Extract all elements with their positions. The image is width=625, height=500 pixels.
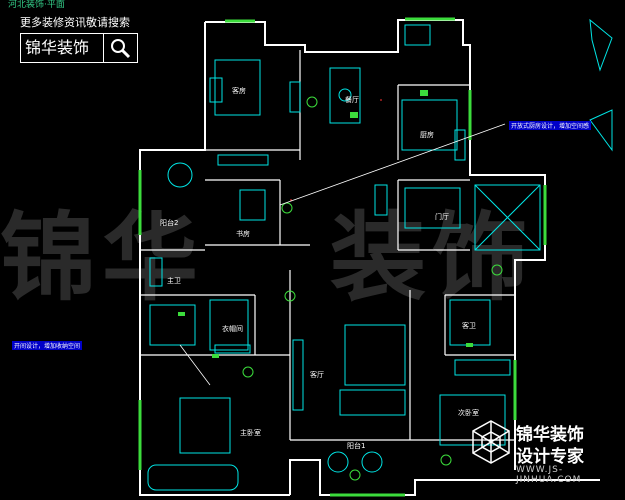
brand-logo-text: 锦华装饰 [21, 34, 104, 62]
outer-wall-top [205, 19, 471, 80]
label-balcony-2: 阳台2 [160, 219, 179, 227]
label-living: 客厅 [310, 371, 324, 379]
label-master-bedroom: 主卧室 [240, 429, 261, 437]
corner-brand-logo: 锦华装饰 设计专家 WWW.JS-JINHUA.COM [470, 418, 620, 485]
label-guest-bath: 客卫 [462, 322, 476, 330]
corner-brand-tagline: 设计专家 [516, 447, 584, 467]
annotation-right: 开放式厨房设计，增加空间感 [509, 121, 592, 130]
header-promo: 更多装修资讯敬请搜索 [20, 16, 130, 29]
label-master-bath: 主卫 [167, 277, 181, 285]
brand-search-bar[interactable]: 锦华装饰 [20, 33, 138, 63]
outer-wall-bottom [289, 459, 600, 496]
corner-brand-name: 锦华装饰 [516, 425, 584, 445]
label-kitchen: 厨房 [420, 131, 434, 139]
label-guest-bedroom: 客房 [232, 87, 246, 95]
corner-brand-url[interactable]: WWW.JS-JINHUA.COM [516, 465, 582, 485]
label-balcony-1: 阳台1 [347, 442, 366, 450]
header-top-strip: 河北装饰·平面 [8, 0, 65, 10]
outer-wall-left [139, 22, 290, 496]
label-dining: 餐厅 [345, 96, 359, 104]
search-icon[interactable] [104, 34, 137, 62]
label-walk-in-closet: 衣帽间 [222, 325, 243, 333]
outer-wall-right [469, 80, 546, 470]
label-study: 书房 [236, 230, 250, 238]
cube-logo-icon [472, 420, 510, 464]
annotation-left: 开间设计，增加收纳空间 [12, 341, 83, 350]
label-foyer: 门厅 [435, 213, 449, 221]
label-second-bedroom: 次卧室 [458, 409, 479, 417]
